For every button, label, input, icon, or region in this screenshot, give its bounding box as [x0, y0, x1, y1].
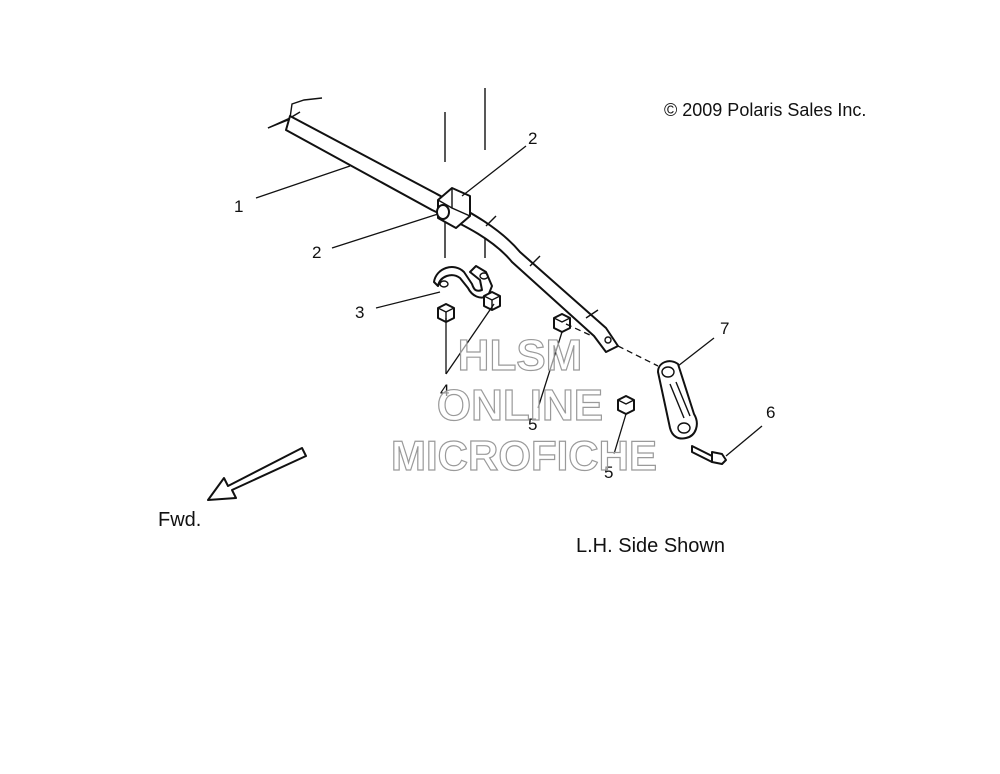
callout-4: 4 — [440, 381, 449, 400]
view-caption: L.H. Side Shown — [576, 535, 725, 557]
bracket-nut — [437, 291, 501, 323]
callout-5-right: 5 — [604, 463, 613, 482]
copyright-notice: © 2009 Polaris Sales Inc. — [664, 100, 866, 120]
watermark-line-1: HLSM — [458, 331, 583, 380]
bushing-bracket — [433, 265, 493, 299]
callout-2-upper: 2 — [528, 129, 537, 148]
callout-6: 6 — [766, 403, 775, 422]
callout-1: 1 — [234, 197, 243, 216]
watermark-line-2: ONLINE — [437, 381, 603, 430]
link-nut — [553, 313, 635, 415]
watermark: HLSM ONLINE MICROFICHE — [390, 330, 657, 479]
forward-label: Fwd. — [158, 509, 201, 531]
link-bolt — [691, 445, 727, 465]
assembly-lines — [565, 323, 659, 367]
callout-7: 7 — [720, 319, 729, 338]
bar-bushing — [436, 187, 471, 229]
forward-arrow — [207, 447, 307, 501]
stabilizer-link — [657, 360, 698, 440]
callout-3: 3 — [355, 303, 364, 322]
callout-2-lower: 2 — [312, 243, 321, 262]
watermark-line-3: MICROFICHE — [391, 432, 657, 479]
callout-5-left: 5 — [528, 415, 537, 434]
leader-lines — [255, 145, 763, 457]
